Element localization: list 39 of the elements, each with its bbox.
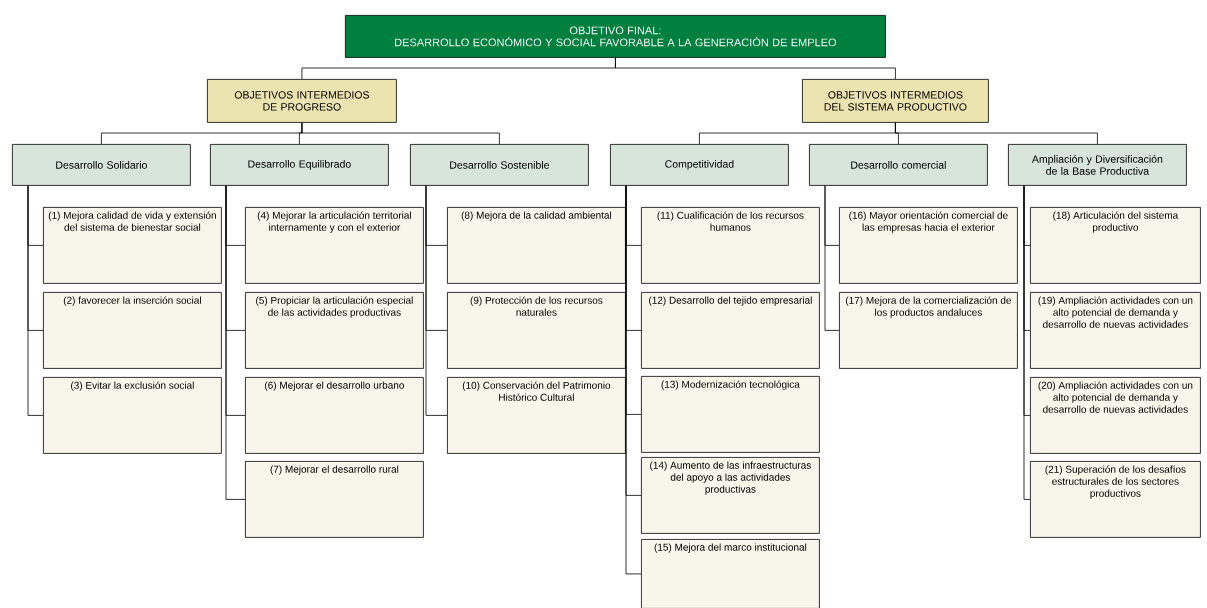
connector-line bbox=[301, 122, 500, 145]
objective-box: (8) Mejora de la calidad ambiental bbox=[447, 207, 626, 284]
connector-line bbox=[615, 57, 896, 80]
objective-box: (15) Mejora del marco institucional bbox=[641, 539, 820, 608]
goal-box: OBJETIVO FINAL: DESARROLLO ECONÓMICO Y SOCIAL FAVORABLE A LA GENERACIÓN DE EMPLEO bbox=[345, 15, 886, 58]
objective-box: (11) Cualificación de los recursos humanos bbox=[641, 207, 820, 284]
objective-box: (16) Mayor orientación comercial de las empresas hacia el exterior bbox=[839, 207, 1018, 284]
connector-line bbox=[824, 185, 840, 331]
category-box: Desarrollo Solidario bbox=[12, 144, 191, 186]
category-box: Desarrollo comercial bbox=[809, 144, 988, 186]
objective-box: (2) favorecer la inserción social bbox=[43, 292, 222, 369]
connector-line bbox=[225, 185, 246, 500]
connector-line bbox=[625, 185, 642, 575]
category-box: Desarrollo Sostenible bbox=[410, 144, 589, 186]
objective-box: (18) Articulación del sistema productivo bbox=[1030, 207, 1201, 284]
objective-box: (5) Propiciar la articulación especial de las actividades productivas bbox=[245, 292, 424, 369]
objective-box: (13) Modernización tecnológica bbox=[641, 376, 820, 453]
objective-box: (10) Conservación del Patrimonio Histórico Cultural bbox=[447, 377, 626, 454]
objective-box: (7) Mejorar el desarrollo rural bbox=[245, 461, 424, 538]
objective-box: (3) Evitar la exclusión social bbox=[43, 377, 222, 454]
objective-box: (20) Ampliación actividades con un alto potencial de demanda y desarrollo de nuevas actividades bbox=[1030, 377, 1201, 454]
objective-box: OBJETIVOS INTERMEDIOS DEL SISTEMA PRODUCTIVO bbox=[802, 79, 989, 123]
objective-box: (6) Mejorar el desarrollo urbano bbox=[245, 377, 424, 454]
connector-line bbox=[27, 185, 44, 416]
connector-line bbox=[425, 185, 448, 416]
objective-box: (19) Ampliación actividades con un alto potencial de demanda y desarrollo de nuevas actividades bbox=[1030, 292, 1201, 369]
connector-line bbox=[895, 122, 1098, 145]
objective-box: (21) Superación de los desafíos estructurales de los sectores productivos bbox=[1030, 461, 1201, 538]
category-box: Competitividad bbox=[610, 144, 789, 186]
objective-box: (17) Mejora de la comercialización de los productos andaluces bbox=[839, 292, 1018, 369]
objective-box: OBJETIVOS INTERMEDIOS DE PROGRESO bbox=[207, 79, 397, 123]
objective-box: (12) Desarrollo del tejido empresarial bbox=[641, 292, 820, 369]
connector-line bbox=[1023, 185, 1031, 500]
objective-box: (4) Mejorar la articulación territorial internamente y con el exterior bbox=[245, 207, 424, 284]
objective-box: (1) Mejora calidad de vida y extensión del sistema de bienestar social bbox=[43, 207, 222, 284]
category-box: Desarrollo Equilibrado bbox=[210, 144, 389, 186]
objective-box: (9) Protección de los recursos naturales bbox=[447, 292, 626, 369]
objective-box: (14) Aumento de las infraestructuras del apoyo a las actividades productivas bbox=[641, 457, 820, 534]
category-box: Ampliación y Diversificación de la Base Productiva bbox=[1008, 144, 1187, 186]
